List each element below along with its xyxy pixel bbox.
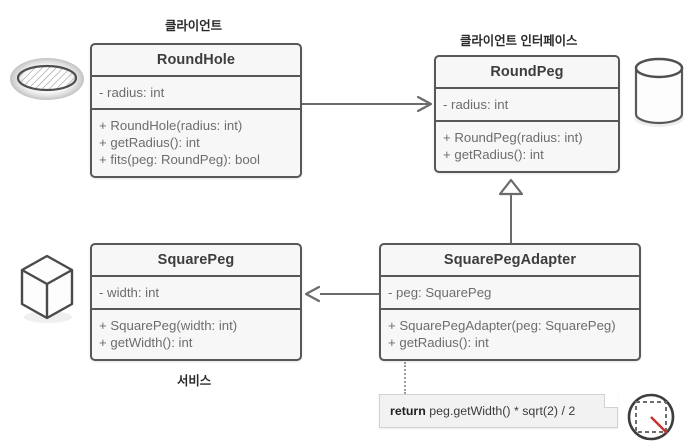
arrowhead-hollow-triangle-roundpeg — [498, 178, 524, 196]
note-keyword: return — [390, 404, 426, 418]
class-operations-round-hole: + RoundHole(radius: int) + getRadius(): … — [92, 110, 300, 176]
round-hole-icon — [8, 52, 86, 106]
connector-adapter-squarepeg — [320, 293, 379, 295]
connector-adapter-note — [404, 362, 406, 394]
operation-row: + getRadius(): int — [388, 335, 489, 350]
attribute-row: - radius: int — [99, 85, 165, 100]
operation-row: + SquarePegAdapter(peg: SquarePeg) — [388, 318, 616, 333]
class-title-square-peg-adapter: SquarePegAdapter — [381, 245, 639, 277]
class-operations-square-peg: + SquarePeg(width: int) + getWidth(): in… — [92, 310, 300, 359]
operation-row: + RoundPeg(radius: int) — [443, 130, 583, 145]
class-operations-round-peg: + RoundPeg(radius: int) + getRadius(): i… — [436, 122, 618, 171]
cube-icon — [12, 248, 82, 324]
caption-service: 서비스 — [177, 374, 212, 388]
class-attributes-round-hole: - radius: int — [92, 77, 300, 110]
class-box-square-peg-adapter[interactable]: SquarePegAdapter - peg: SquarePeg + Squa… — [379, 243, 641, 361]
class-title-round-hole: RoundHole — [92, 45, 300, 77]
class-box-round-hole[interactable]: RoundHole - radius: int + RoundHole(radi… — [90, 43, 302, 178]
adapter-icon — [626, 392, 676, 442]
class-box-square-peg[interactable]: SquarePeg - width: int + SquarePeg(width… — [90, 243, 302, 361]
connector-roundhole-roundpeg — [302, 103, 430, 105]
class-attributes-square-peg: - width: int — [92, 277, 300, 310]
arrowhead-open-squarepeg — [303, 285, 321, 303]
operation-row: + RoundHole(radius: int) — [99, 118, 243, 133]
class-attributes-round-peg: - radius: int — [436, 89, 618, 122]
operation-row: + SquarePeg(width: int) — [99, 318, 238, 333]
attribute-row: - radius: int — [443, 97, 509, 112]
cylinder-icon — [633, 56, 685, 130]
class-box-round-peg[interactable]: RoundPeg - radius: int + RoundPeg(radius… — [434, 55, 620, 173]
operation-row: + getRadius(): int — [99, 135, 200, 150]
arrowhead-open-roundpeg — [416, 95, 434, 113]
note-body: peg.getWidth() * sqrt(2) / 2 — [429, 404, 576, 418]
connector-adapter-roundpeg — [510, 193, 512, 243]
attribute-row: - peg: SquarePeg — [388, 285, 492, 300]
operation-row: + fits(peg: RoundPeg): bool — [99, 152, 260, 167]
code-note[interactable]: return peg.getWidth() * sqrt(2) / 2 — [379, 394, 618, 428]
operation-row: + getRadius(): int — [443, 147, 544, 162]
note-fold-corner — [604, 394, 618, 408]
class-attributes-square-peg-adapter: - peg: SquarePeg — [381, 277, 639, 310]
caption-client-interface: 클라이언트 인터페이스 — [460, 34, 578, 48]
operation-row: + getWidth(): int — [99, 335, 193, 350]
class-title-square-peg: SquarePeg — [92, 245, 300, 277]
class-title-round-peg: RoundPeg — [436, 57, 618, 89]
class-operations-square-peg-adapter: + SquarePegAdapter(peg: SquarePeg) + get… — [381, 310, 639, 359]
caption-client: 클라이언트 — [165, 19, 222, 33]
attribute-row: - width: int — [99, 285, 160, 300]
